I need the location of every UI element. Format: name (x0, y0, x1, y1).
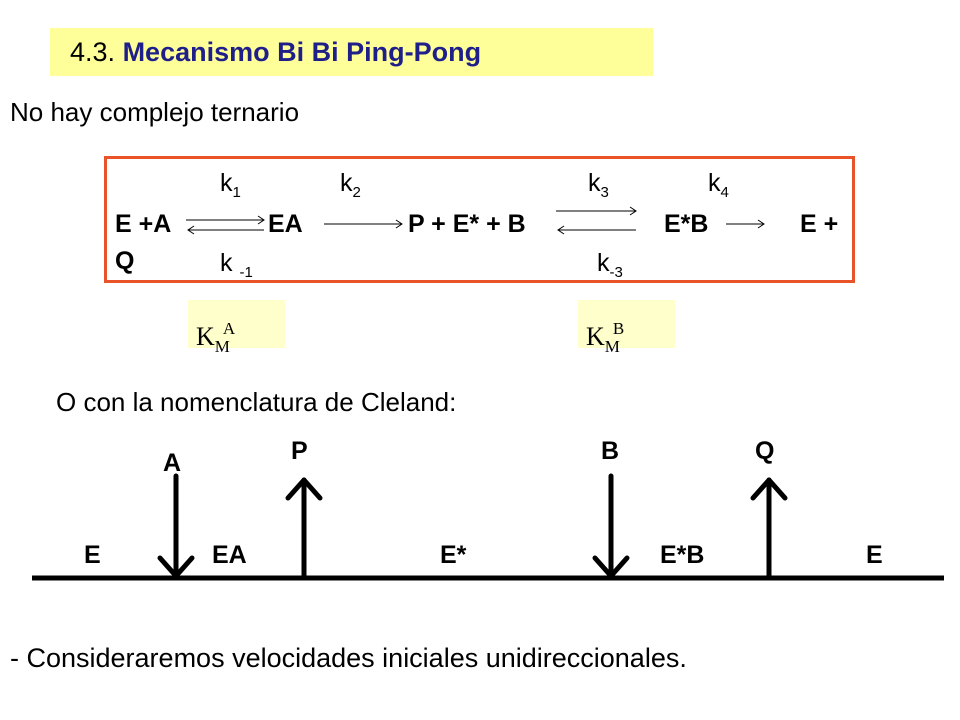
species-p-e-b: P + E* + B (408, 210, 526, 238)
equilibrium-arrow-1 (186, 215, 265, 235)
rate-k-minus3: k-3 (597, 249, 623, 281)
species-ea: EA (268, 210, 303, 238)
rate-k2: k2 (340, 169, 361, 201)
rate-k-minus1: k -1 (220, 249, 253, 281)
cleland-substrate-b: B (601, 437, 620, 465)
cleland-substrate-a: A (163, 449, 182, 477)
rate-k3: k3 (588, 169, 609, 201)
species-q: Q (115, 247, 135, 275)
rate-k1: k1 (220, 169, 241, 201)
cleland-species-e-start: E (84, 541, 101, 569)
cleland-product-q: Q (755, 437, 775, 465)
title-number: 4.3. (70, 37, 116, 67)
cleland-intro: O con la nomenclatura de Cleland: (56, 387, 457, 417)
page-title: 4.3. Mecanismo Bi Bi Ping-Pong (70, 34, 481, 70)
cleland-arrow-q-up (750, 477, 788, 581)
forward-arrow-1 (324, 219, 403, 229)
cleland-species-e-star: E* (440, 541, 467, 569)
cleland-species-ea: EA (212, 541, 247, 569)
title-banner (50, 28, 653, 76)
cleland-species-e-end: E (866, 541, 883, 569)
rate-k4: k4 (708, 169, 729, 201)
km-b-label: KMB (586, 319, 625, 356)
cleland-arrow-a-down (157, 473, 195, 579)
subtitle: No hay complejo ternario (10, 97, 300, 127)
km-a-box (188, 300, 285, 348)
title-text: Mecanismo Bi Bi Ping-Pong (122, 37, 482, 67)
km-b-box (578, 300, 675, 348)
cleland-arrow-b-down (592, 473, 630, 579)
footer-note: - Consideraremos velocidades iniciales u… (10, 643, 687, 673)
cleland-species-e-star-b: E*B (660, 541, 705, 569)
reaction-scheme-box (104, 156, 855, 283)
equilibrium-arrow-2 (556, 206, 637, 235)
forward-arrow-2 (726, 219, 765, 229)
cleland-product-p: P (291, 437, 308, 465)
species-e-plus-a: E +A (115, 210, 172, 238)
species-e-star-b: E*B (664, 210, 709, 238)
species-e-plus: E + (800, 210, 839, 238)
cleland-arrow-p-up (285, 477, 323, 581)
km-a-label: KMA (196, 319, 236, 356)
